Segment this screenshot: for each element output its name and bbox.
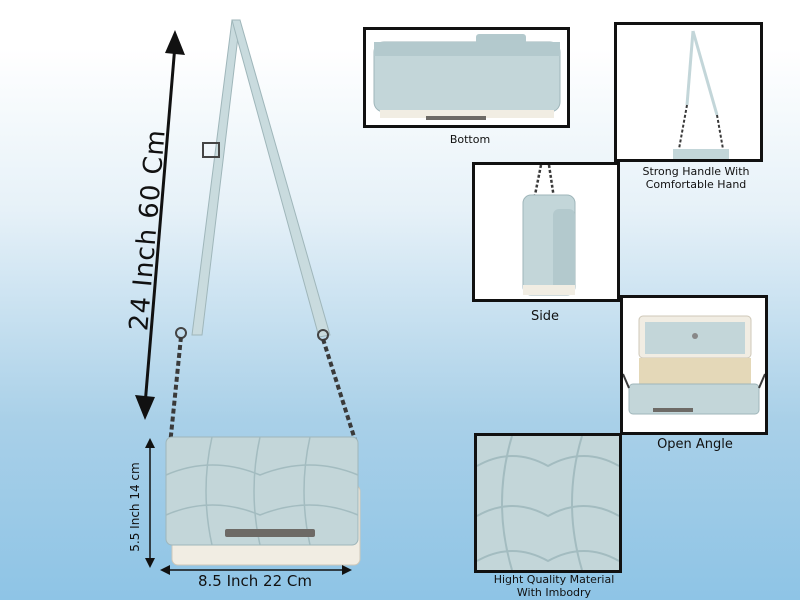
bag-flap [165, 436, 359, 546]
handle-view-caption: Strong Handle With Comfortable Hand [642, 165, 750, 191]
bag-clasp [225, 529, 315, 537]
chain-right [321, 338, 358, 444]
bottom-view-caption: Bottom [449, 133, 491, 146]
open-angle-view-image [623, 315, 765, 415]
side-view-image [522, 165, 576, 296]
material-view-image [477, 436, 619, 570]
strap-buckle [202, 142, 220, 158]
side-view-caption: Side [530, 309, 560, 324]
chain-left [168, 336, 183, 446]
open-angle-view-frame [620, 295, 768, 435]
bag-height-label: 5.5 Inch 14 cm [128, 462, 142, 552]
material-view-caption: Hight Quality Material With Imbodry [493, 573, 615, 599]
bottom-view-image [373, 34, 561, 120]
bag-height-arrow [145, 438, 155, 568]
handle-view-frame [614, 22, 763, 162]
handle-view-image [673, 30, 729, 159]
main-bag-illustration [165, 19, 361, 566]
bag-width-label: 8.5 Inch 22 Cm [197, 572, 313, 590]
material-view-frame [474, 433, 622, 573]
side-view-frame [472, 162, 620, 302]
height-arrow [135, 30, 185, 420]
bag-width-arrow [160, 565, 352, 575]
strap-right [231, 19, 331, 338]
bottom-view-frame [363, 27, 570, 128]
open-angle-view-caption: Open Angle [657, 437, 733, 452]
strap-left [191, 19, 241, 336]
